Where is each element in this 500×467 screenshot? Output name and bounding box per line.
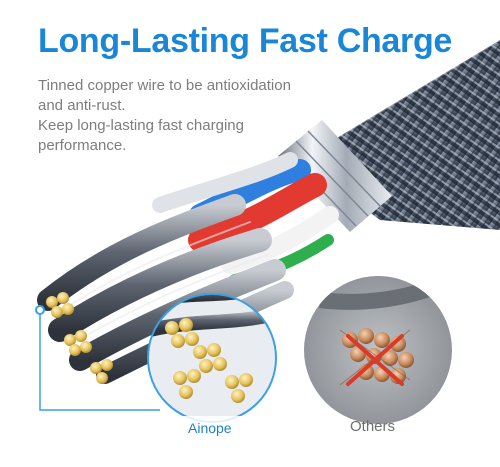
competitor-label: Others: [350, 418, 396, 435]
description-line: and anti-rust.: [38, 97, 126, 114]
headline: Long-Lasting Fast Charge: [38, 22, 453, 60]
tinned-strand-ends: [46, 292, 113, 384]
description-line: performance.: [38, 137, 127, 154]
product-description: Tinned copper wire to be antioxidation a…: [38, 76, 338, 156]
description-line: Tinned copper wire to be antioxidation: [38, 77, 291, 94]
brand-label: Ainope: [188, 420, 232, 436]
cross-mark-icon: [346, 334, 404, 386]
others-magnifier: [304, 276, 452, 424]
callout-marker-icon: [35, 305, 160, 411]
description-line: Keep long-lasting fast charging: [38, 117, 244, 134]
